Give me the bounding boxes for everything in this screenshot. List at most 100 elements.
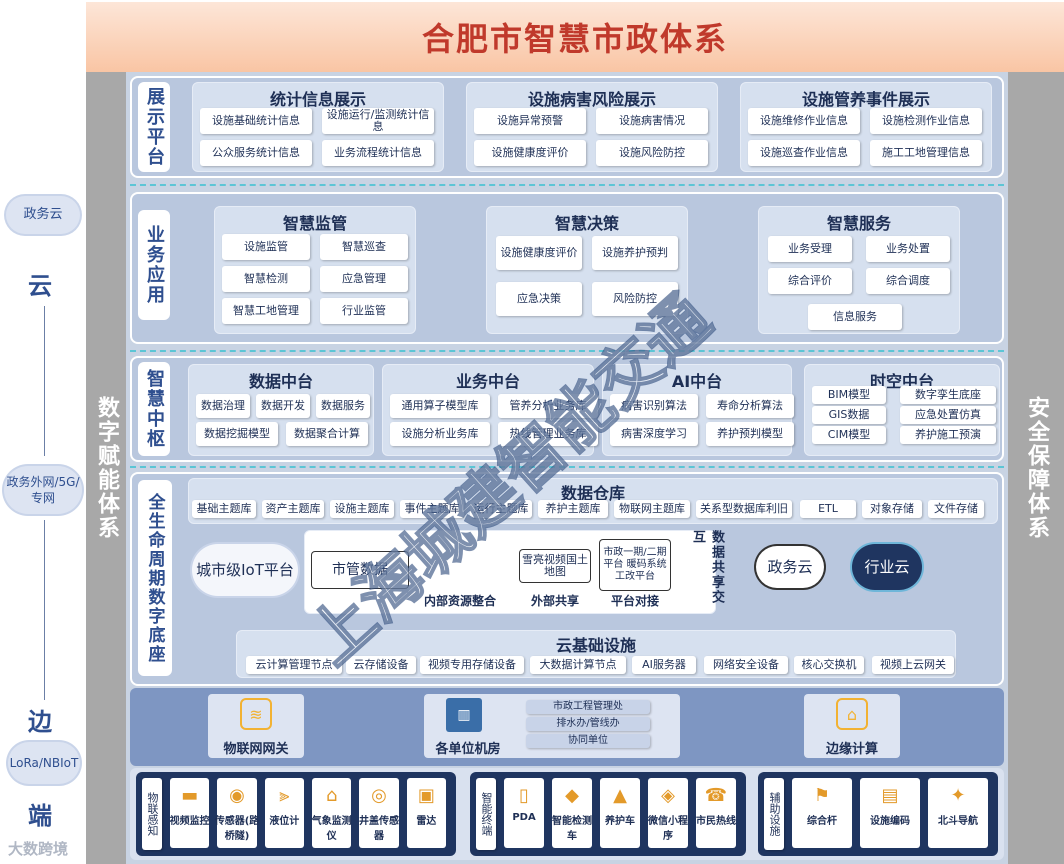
display-item: 设施风险防控 [596,140,708,166]
hub-1-title: 业务中台 [455,372,520,391]
facility-code-icon: ▤ [881,784,899,806]
pda-icon: ▯ [519,784,529,806]
terminal-item-bg [264,778,304,848]
warehouse-item: 设施主题库 [330,500,394,518]
display-item: 设施病害情况 [596,108,708,134]
biz-item: 应急决策 [496,282,582,316]
hub-item: BIM模型 [812,386,886,404]
unit-item: 排水办/管线办 [526,717,650,731]
warehouse-item: 对象存储 [862,500,922,518]
gateway-box [208,694,304,758]
terminal-item-bg [170,778,210,848]
display-item: 设施维修作业信息 [748,108,860,134]
weather-station-icon: ⌂ [325,784,338,806]
terminal-item-bg [504,778,544,848]
infra-item: 云计算管理节点 [246,656,342,674]
biz-item: 智慧检测 [222,266,310,292]
infra-item: 视频专用存储设备 [420,656,524,674]
display-item: 设施巡查作业信息 [748,140,860,166]
terminal-item-label: 液位计 [269,816,300,827]
biz-item: 综合调度 [866,268,950,294]
infra-item: 云存储设备 [346,656,416,674]
hub-item: GIS数据 [812,406,886,424]
share-label: 外部共享 [530,594,579,608]
infra-item: 视频上云网关 [872,656,954,674]
hub-item: 应急处置仿真 [900,406,996,424]
biz-item: 智慧工地管理 [222,298,310,324]
infra-item: 核心交换机 [794,656,864,674]
beidou-icon: ✦ [950,784,966,806]
bian-char: 边 [28,707,52,736]
biz-item: 综合评价 [768,268,852,294]
inspection-vehicle-icon: ◆ [565,784,579,806]
biz-item: 设施养护预判 [592,236,678,270]
terminal-item-bg [217,778,257,848]
terminal-item-label: 综合杆 [807,816,837,827]
terminal-item-bg [928,778,988,848]
terminal-item-label: 微信小程序 [648,816,688,842]
edge-label: 边缘计算 [825,742,878,757]
hub-item: 数字孪生底座 [900,386,996,404]
hub-item: 管养分析业务库 [498,394,598,418]
terminal-item-bg [312,778,352,848]
right-rail: 安全保障体系 [1008,72,1064,864]
warehouse-item: ETL [800,500,856,518]
edge-box [804,694,900,758]
lora-label: LoRa/NBIoT [9,756,79,770]
hub-item: 养护施工预演 [900,426,996,444]
hub-item: 通用算子模型库 [390,394,490,418]
business-label: 业务应用 [138,210,170,320]
edge-compute-icon: ⌂ [836,698,868,730]
wifi-icon: ≋ [240,698,272,730]
hub-item: 数据治理 [196,394,250,418]
terminal-item-bg [359,778,399,848]
infra-item: 网络安全设备 [704,656,788,674]
lora-bubble: LoRa/NBIoT [8,742,80,784]
warehouse-title: 数据仓库 [560,484,625,503]
warehouse-item: 资产主题库 [262,500,324,518]
biz-item: 智慧巡查 [320,234,408,260]
server-rack-icon: ▥ [446,698,482,732]
terminal-item-label: 养护车 [605,816,635,827]
warehouse-item: 关系型数据库利旧 [696,500,792,518]
display-item: 设施基础统计信息 [200,108,312,134]
terminal-item-label: 智能检测车 [552,816,592,842]
hub-2-title: AI中台 [671,372,723,391]
terminal-item-label: 北斗导航 [938,816,978,827]
hub-item: CIM模型 [812,426,886,444]
display-item: 设施健康度评价 [474,140,586,166]
terminal-group-label: 物联感知 [142,778,162,850]
terminal-group-label: 辅助设施 [764,778,784,850]
hub-item: 热线管理业务库 [498,422,598,446]
unit-item: 市政工程管理处 [526,700,650,714]
display-label: 展示平台 [138,82,170,172]
manhole-sensor-icon: ◎ [371,784,387,806]
gov-cloud-bubble: 政务云 [6,196,80,234]
hub-item: 养护预判模型 [706,422,794,446]
biz-2-title: 智慧服务 [826,214,891,233]
gateway-label: 物联网网关 [223,742,289,757]
terminal-item-label: PDA [512,812,536,823]
biz-1-title: 智慧决策 [554,214,619,233]
side-line-1 [44,306,45,456]
gov-cloud-label: 政务云 [23,207,63,222]
hub-item: 设施分析业务库 [390,422,490,446]
hub-item: 数据聚合计算 [286,422,368,446]
biz-item: 设施健康度评价 [496,236,582,270]
biz-item: 业务处置 [866,236,950,262]
rooms-label: 各单位机房 [435,742,501,757]
biz-item: 业务受理 [768,236,852,262]
level-meter-icon: ⫸ [279,784,290,806]
biz-item: 信息服务 [808,304,902,330]
divider-1 [130,184,1004,186]
biz-item: 行业监管 [320,298,408,324]
terminal-item-bg [552,778,592,848]
hub-item: 数据服务 [316,394,370,418]
warehouse-item: 文件存储 [928,500,984,518]
page-title: 合肥市智慧市政体系 [86,2,1064,72]
side-line-2 [44,520,45,700]
smart-pole-icon: ⚑ [813,784,831,806]
infra-title: 云基础设施 [555,636,636,655]
display-item: 公众服务统计信息 [200,140,312,166]
terminal-item-label: 雷达 [416,816,437,827]
